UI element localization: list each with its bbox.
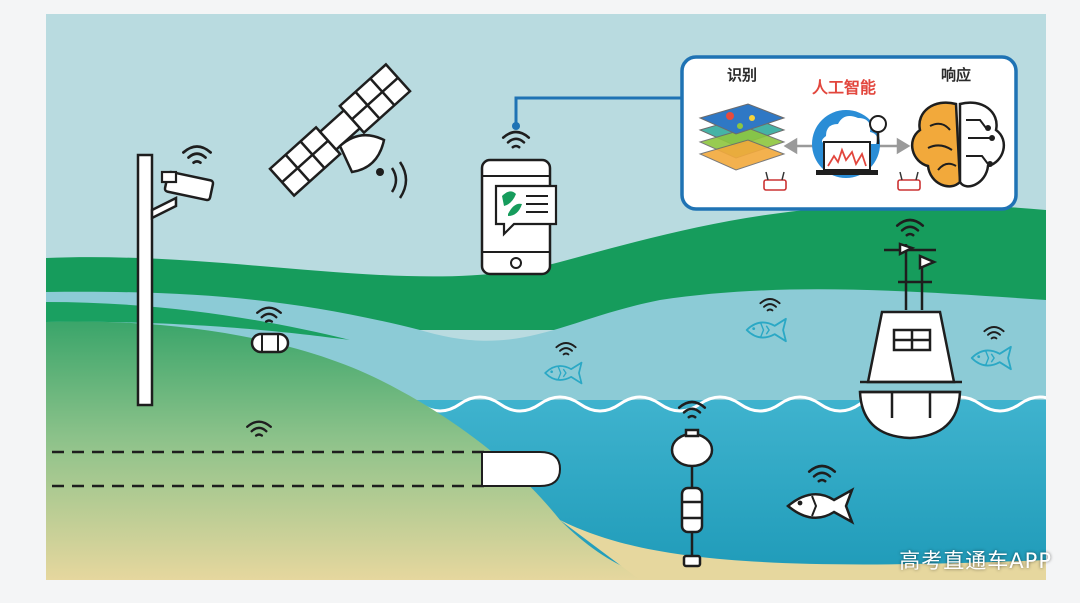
panel-connector [514,96,682,126]
cloud-laptop-icon [812,110,887,178]
satellite-icon [268,62,412,198]
router-icon [897,171,921,191]
response-label: 响应 [941,66,972,84]
watermark: 高考直通车APP [899,549,1052,573]
fish-icon [786,487,855,525]
data-layers-icon [698,103,786,171]
light-pole-icon [136,153,178,407]
smartphone-icon [480,158,558,276]
buoy-icon [858,242,962,440]
brain-icon [910,101,1006,188]
drifter-sensor-icon [250,332,290,354]
mooring-sensor-icon [670,428,714,568]
satellite-dish [338,133,386,174]
pipe-icon [52,450,562,488]
camera-icon [160,170,215,202]
ai-label: 人工智能 [812,78,877,97]
router-icon [763,171,787,191]
identify-label: 识别 [727,66,758,84]
sea-floor-sand [560,520,1046,580]
mid-hill-strip [46,302,350,340]
